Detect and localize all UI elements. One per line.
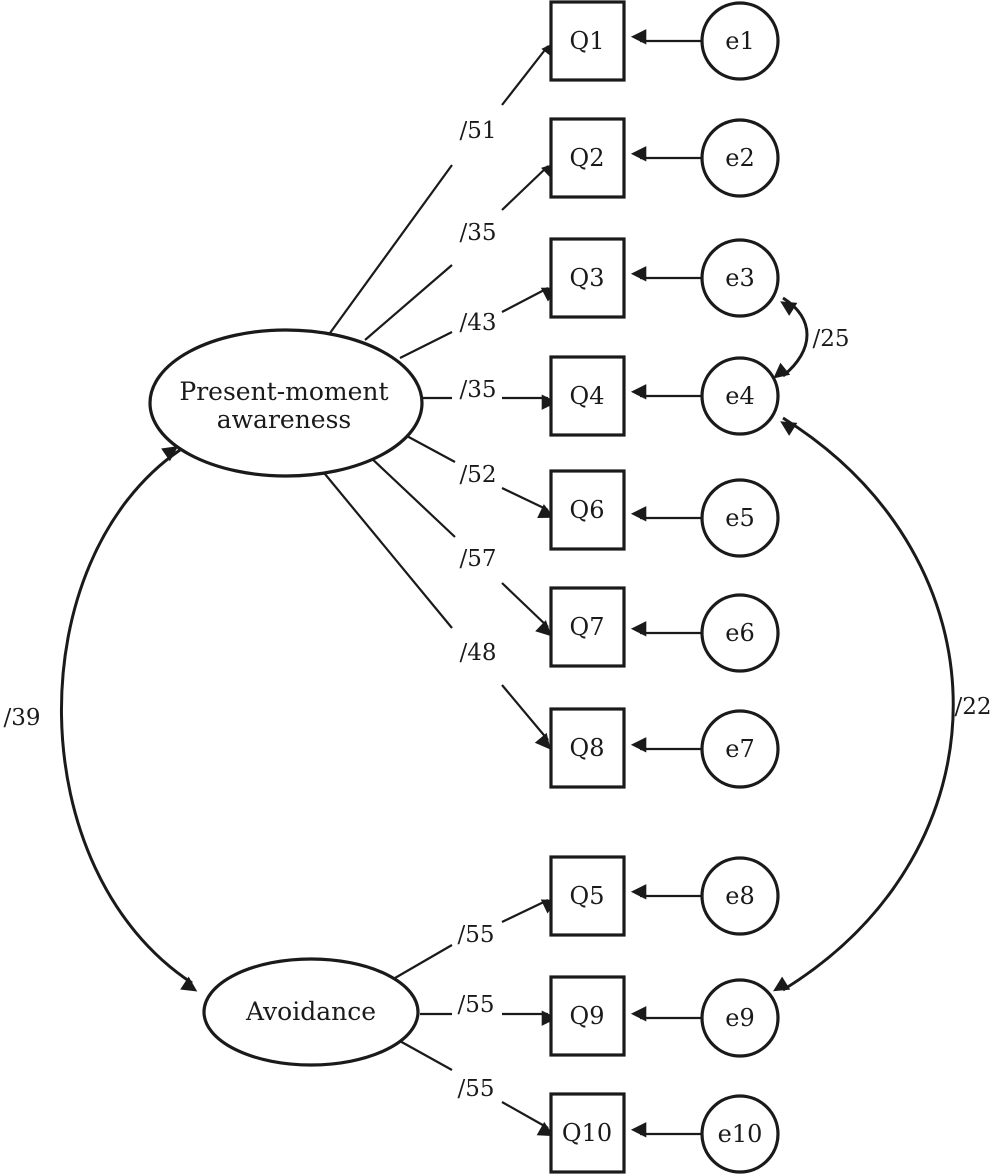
- svg-text:Q6: Q6: [570, 496, 605, 524]
- item-box: Q3: [549, 237, 626, 319]
- path-pma-q1: [329, 46, 548, 334]
- path-pma-q6: [404, 434, 548, 510]
- path-pma-q3: [399, 288, 548, 359]
- observed-items: Q1 Q2 Q3 Q4 Q6 Q7 Q8 Q5 Q9 Q10: [549, 0, 626, 1174]
- cov-label-e4-e9: /22: [954, 694, 991, 720]
- svg-text:Q9: Q9: [570, 1002, 605, 1030]
- svg-text:Q7: Q7: [570, 613, 605, 641]
- cov-e4-e9: [773, 416, 955, 992]
- covariance-labels: /39 /25 /22: [3, 326, 991, 731]
- covariance-curves: [60, 296, 955, 992]
- svg-text:Q5: Q5: [570, 882, 605, 910]
- avoidance-paths: [394, 900, 548, 1128]
- svg-text:e3: e3: [725, 264, 754, 292]
- error-terms: e1 e2 e3 e4 e5 e6 e7 e8 e9 e10: [700, 1, 780, 1174]
- item-box: Q4: [549, 355, 626, 437]
- error-paths: [630, 29, 702, 1138]
- item-box: Q7: [549, 586, 626, 668]
- loading-label-q2: /35: [459, 220, 496, 246]
- svg-text:e8: e8: [725, 882, 754, 910]
- cov-e3-e4: [773, 296, 809, 379]
- item-box: Q1: [549, 0, 626, 82]
- loading-label-q3: /43: [459, 310, 496, 336]
- loading-label-q5: /55: [457, 922, 494, 948]
- error-circle: e6: [700, 593, 780, 673]
- item-box: Q2: [549, 117, 626, 199]
- loading-labels: /51 /35 /43 /35 /52 /57 /48 /55 /55 /55: [457, 118, 496, 1102]
- error-circle: e8: [700, 856, 780, 936]
- svg-text:e7: e7: [725, 735, 754, 763]
- loading-label-q4: /35: [459, 377, 496, 403]
- item-box: Q9: [549, 975, 626, 1057]
- svg-text:e6: e6: [725, 619, 754, 647]
- loading-label-q8: /48: [459, 640, 496, 666]
- error-circle: e2: [700, 118, 780, 198]
- svg-text:e4: e4: [725, 382, 754, 410]
- svg-text:e10: e10: [718, 1120, 763, 1148]
- error-circle: e10: [700, 1094, 780, 1174]
- svg-text:Q4: Q4: [570, 382, 605, 410]
- loading-label-q7: /57: [459, 546, 496, 572]
- latent-avoidance: Avoidance: [202, 957, 420, 1067]
- item-box: Q10: [549, 1092, 626, 1174]
- error-circle: e5: [700, 478, 780, 558]
- item-box: Q6: [549, 469, 626, 551]
- path-avoid-q10: [397, 1039, 548, 1128]
- svg-text:e2: e2: [725, 144, 754, 172]
- error-circle: e1: [700, 1, 780, 81]
- svg-text:Q8: Q8: [570, 734, 605, 762]
- item-box: Q8: [549, 707, 626, 789]
- loading-label-q9: /55: [457, 992, 494, 1018]
- cov-label-e3-e4: /25: [812, 326, 849, 352]
- svg-text:Q10: Q10: [562, 1119, 612, 1147]
- error-circle: e7: [700, 709, 780, 789]
- svg-text:e5: e5: [725, 504, 754, 532]
- loading-label-q1: /51: [459, 118, 496, 144]
- error-circle: e3: [700, 238, 780, 318]
- path-pma-q8: [319, 467, 548, 740]
- latent-avoidance-label: Avoidance: [245, 997, 376, 1026]
- cov-pma-avoid: [60, 446, 198, 992]
- loading-label-q6: /52: [459, 462, 496, 488]
- loading-label-q10: /55: [457, 1076, 494, 1102]
- latent-pma-line2: awareness: [217, 405, 352, 434]
- path-pma-q7: [367, 454, 548, 627]
- path-pma-q2: [364, 166, 548, 341]
- path-avoid-q5: [394, 900, 548, 979]
- svg-text:Q1: Q1: [570, 27, 605, 55]
- item-box: Q5: [549, 855, 626, 937]
- error-circle: e4: [700, 356, 780, 436]
- loading-paths: [319, 46, 548, 740]
- svg-text:Q2: Q2: [570, 144, 605, 172]
- svg-text:e1: e1: [725, 27, 754, 55]
- latent-pma-line1: Present-moment: [179, 377, 388, 406]
- latent-pma: Present-moment awareness: [148, 328, 424, 478]
- error-circle: e9: [700, 978, 780, 1058]
- svg-text:e9: e9: [725, 1004, 754, 1032]
- svg-text:Q3: Q3: [570, 264, 605, 292]
- cov-label-pma-avoid: /39: [3, 705, 40, 731]
